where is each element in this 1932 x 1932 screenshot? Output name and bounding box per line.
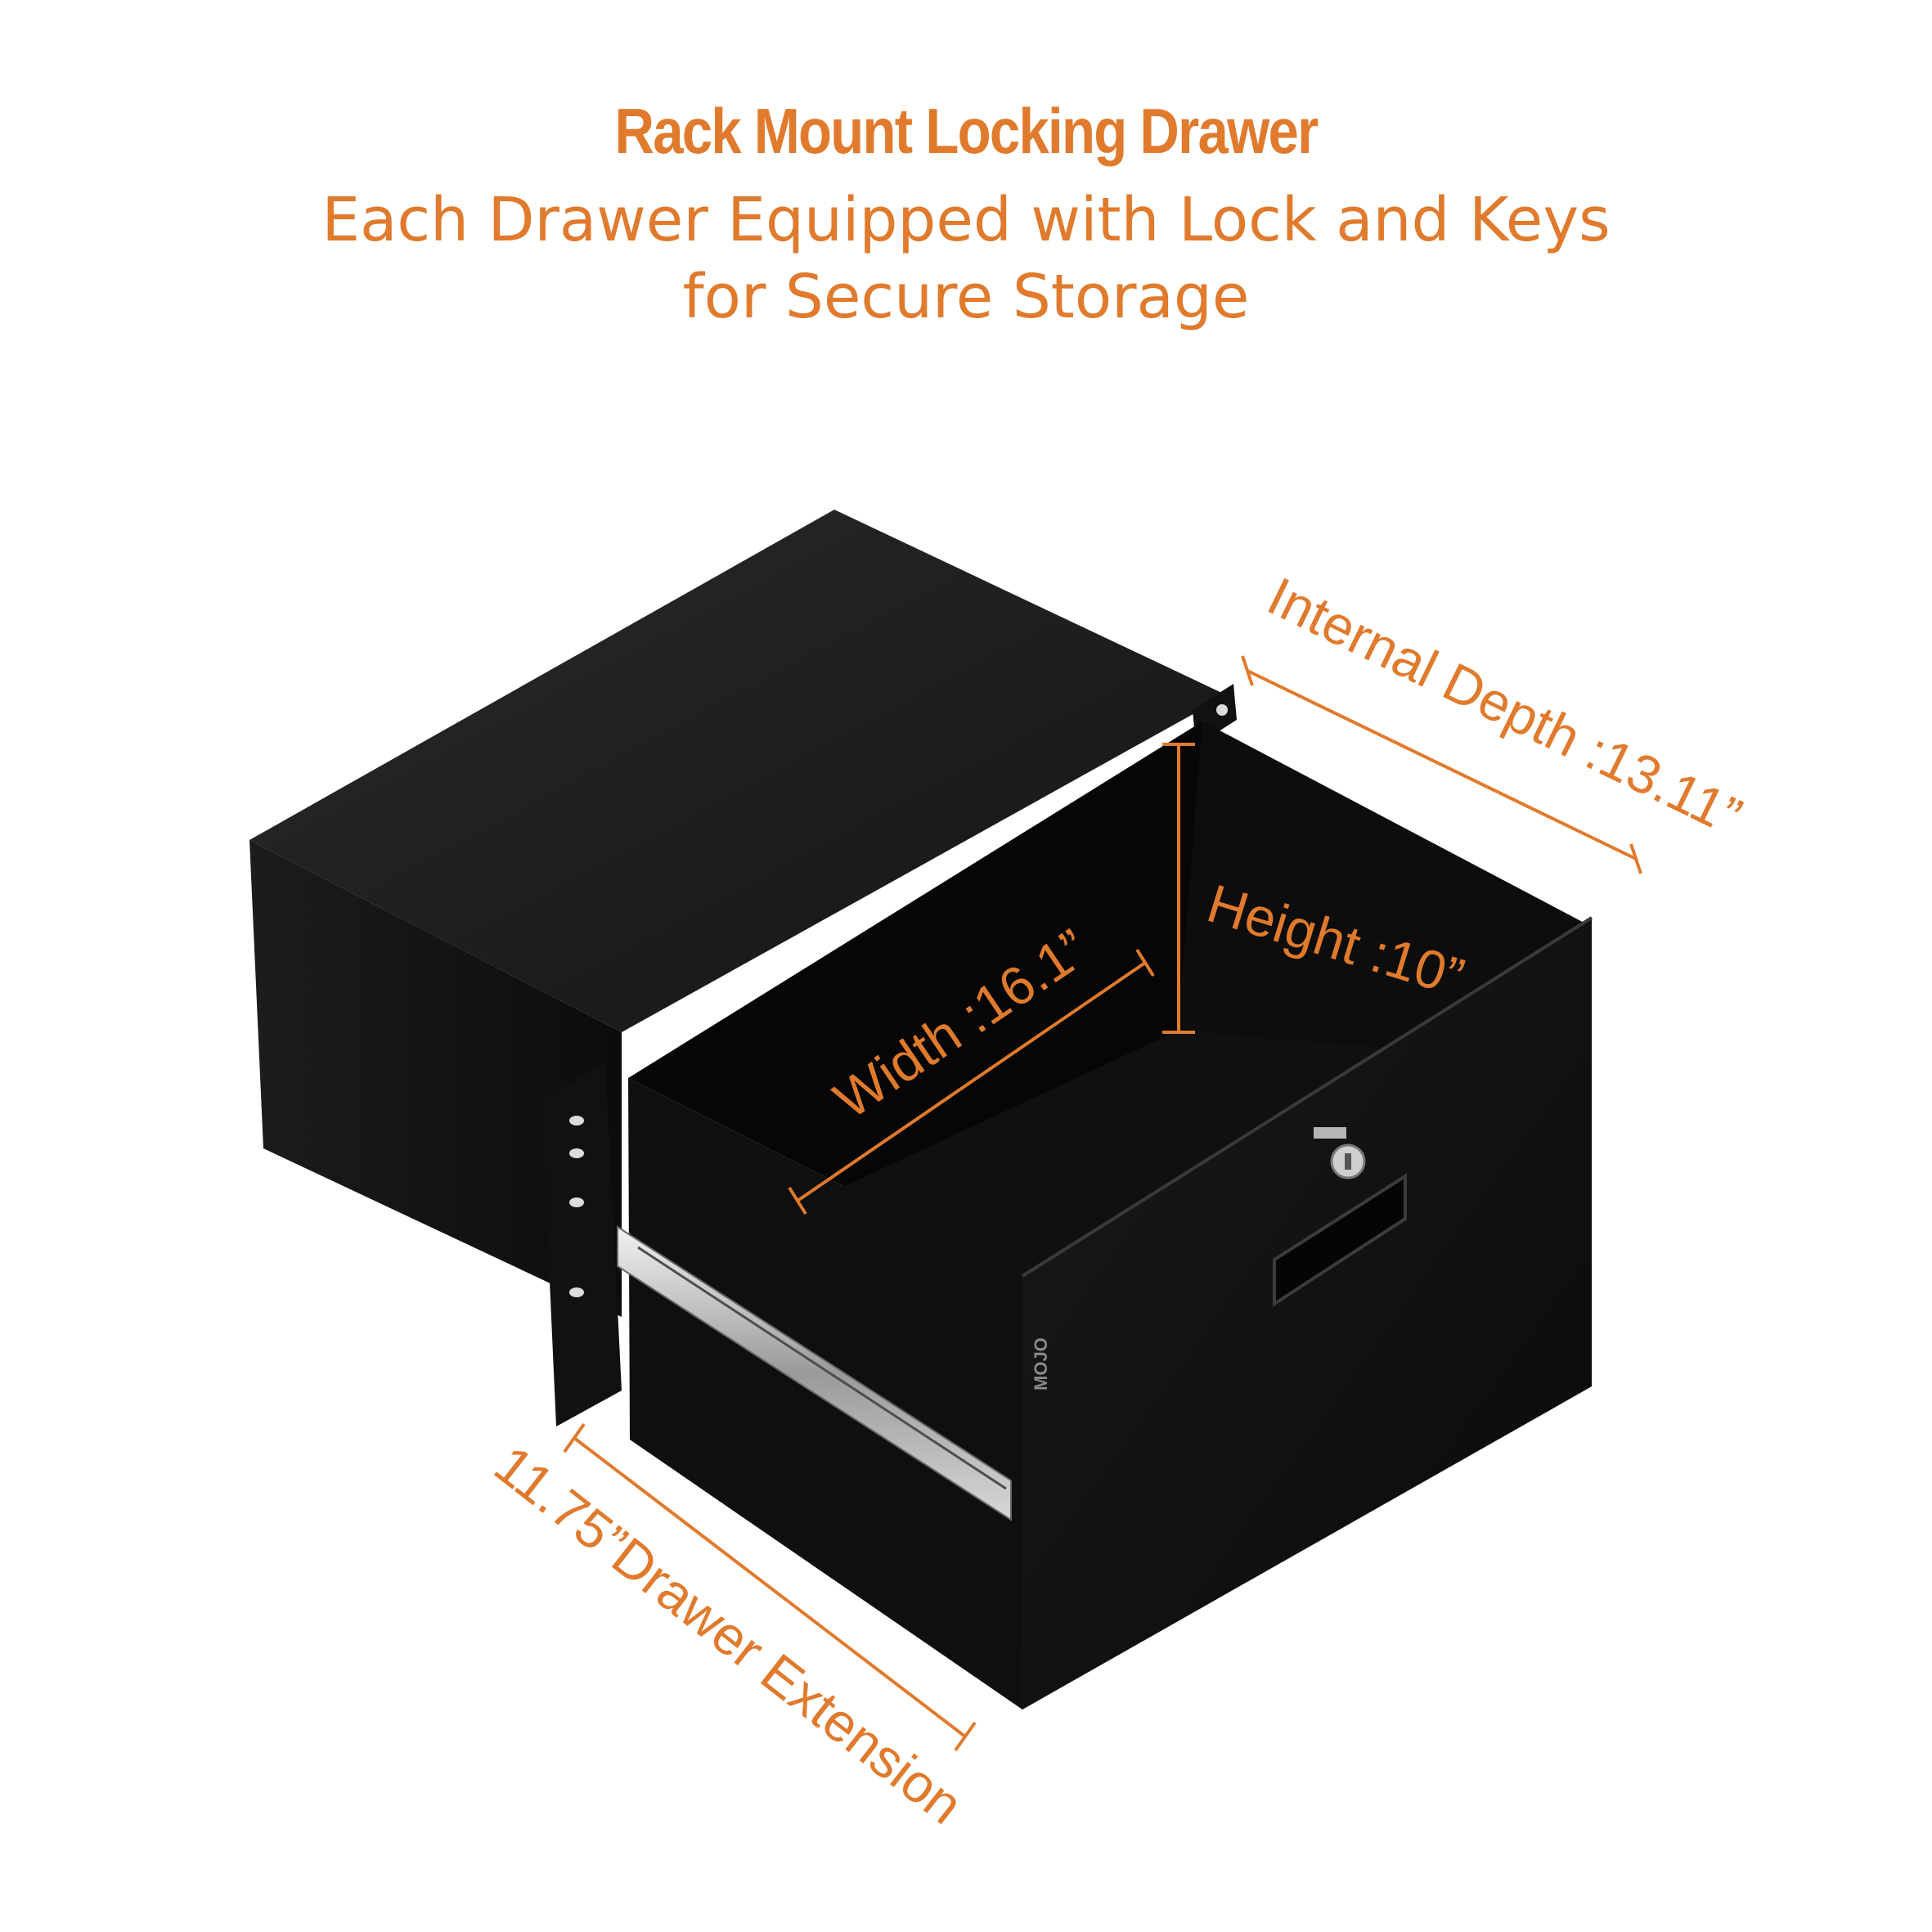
- dimension-depth: [1241, 655, 1642, 874]
- subtitle-line-2: for Secure Storage: [682, 262, 1250, 332]
- drawer-handle: [1273, 1173, 1407, 1307]
- rack-ear-holes: [569, 1116, 584, 1297]
- cabinet-top: [249, 510, 1227, 1032]
- brand-logo: MOJO: [1031, 1337, 1051, 1391]
- cabinet-left-side: [249, 840, 622, 1317]
- page-subtitle: Each Drawer Equipped with Lock and Keys …: [0, 182, 1932, 335]
- rack-ear-left: [541, 1063, 622, 1427]
- drawer-interior-right-wall: [1178, 721, 1587, 1063]
- rack-ear-hole: [1216, 704, 1228, 716]
- dimension-extension: [563, 1422, 977, 1752]
- drawer-front-panel: [1022, 918, 1592, 1710]
- page-title: Rack Mount Locking Drawer: [614, 95, 1319, 167]
- drawer-front-rim: [1021, 916, 1593, 1278]
- dimension-width: [788, 948, 1155, 1215]
- lock-icon: [1314, 1127, 1366, 1179]
- subtitle-line-1: Each Drawer Equipped with Lock and Keys: [321, 185, 1611, 255]
- dimension-height: [1162, 743, 1195, 1034]
- slide-rail-groove: [637, 1246, 1007, 1490]
- slide-rail: [617, 1225, 1012, 1521]
